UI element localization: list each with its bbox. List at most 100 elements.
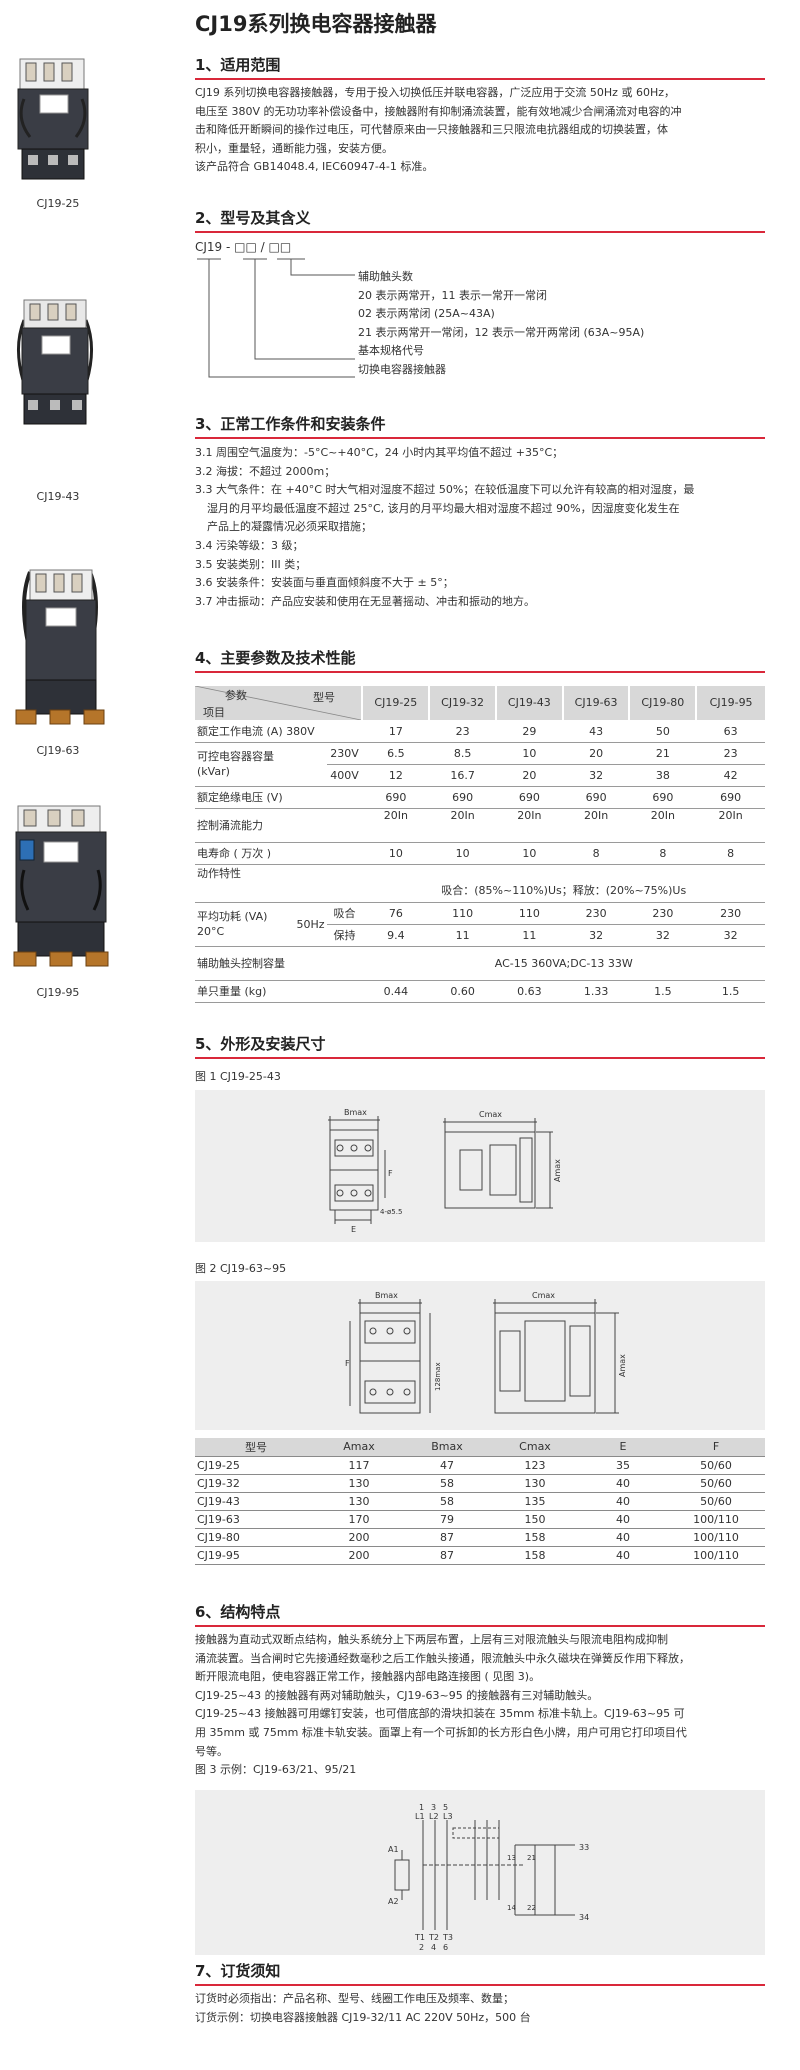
terminal-label: 13 — [507, 1854, 516, 1862]
terminal-label: A2 — [388, 1897, 399, 1906]
table-row: 额定工作电流 (A) 380V 17 23 29 43 50 63 — [195, 720, 765, 743]
row-unit: (kVar) — [197, 765, 230, 778]
table-row: 额定绝缘电压 (V) 690 690 690 690 690 690 — [195, 786, 765, 809]
row-label: 额定工作电流 (A) 380V — [195, 720, 363, 743]
text-line: 3.6 安装条件：安装面与垂直面倾斜度不大于 ± 5°； — [195, 576, 454, 590]
section-title-dimensions: 5、外形及安装尺寸 — [195, 1033, 765, 1059]
table-cell: 8 — [562, 842, 630, 865]
column-header: CJ19-43 — [494, 686, 563, 721]
text-line: 该产品符合 GB14048.4, IEC60947-4-1 标准。 — [195, 160, 434, 174]
table-header-row: 参数 型号 项目 CJ19-25 CJ19-32 CJ19-43 CJ19-63… — [195, 686, 765, 721]
figure-2-drawing: Bmax F 128max Cmax Amax — [195, 1281, 765, 1430]
product-label: CJ19-25 — [36, 197, 80, 210]
table-cell: CJ19-32 — [195, 1474, 315, 1493]
column-header: CJ19-95 — [695, 686, 765, 721]
table-cell: 63 — [696, 720, 765, 743]
terminal-label: L3 — [443, 1812, 453, 1821]
table-cell: 42 — [696, 764, 765, 787]
table-cell: 20In — [629, 808, 697, 843]
column-header: 型号 — [195, 1438, 315, 1457]
text-line: 3.5 安装类别：III 类； — [195, 557, 307, 571]
text-line: 积小，重量轻，通断能力强，安装方便。 — [195, 141, 393, 155]
text-line: 订货示例：切换电容器接触器 CJ19-32/11 AC 220V 50Hz，50… — [195, 2010, 531, 2024]
table-cell: CJ19-80 — [195, 1528, 315, 1547]
table-cell: 170 — [315, 1510, 403, 1529]
section-structure-text: 接触器为直动式双断点结构，触头系统分上下两层布置，上层有三对限流触头与限流电阻构… — [195, 1631, 770, 1780]
dim-label: 128max — [434, 1362, 442, 1391]
section-title-scope: 1、适用范围 — [195, 54, 765, 80]
model-code: CJ19 - □□ / □□ — [195, 240, 292, 254]
table-cell: CJ19-63 — [195, 1510, 315, 1529]
table-cell: 20In — [495, 808, 563, 843]
table-row: 辅助触头控制容量 AC-15 360VA;DC-13 33W — [195, 946, 765, 981]
table-cell: 32 — [562, 764, 630, 787]
product-image-cj19-63 — [15, 569, 105, 725]
text-line: 辅助触头数 — [358, 270, 413, 283]
text-line: 图 3 示例：CJ19-63/21、95/21 — [195, 1763, 357, 1777]
text-line: 产品上的凝露情况必须采取措施； — [207, 520, 372, 534]
text-line: 用 35mm 或 75mm 标准卡轨安装。面罩上有一个可拆卸的长方形白色小牌，用… — [195, 1725, 687, 1739]
text-line: 订货时必须指出：产品名称、型号、线圈工作电压及频率、数量； — [195, 1992, 514, 2005]
page-title: CJ19系列换电容器接触器 — [195, 12, 437, 36]
text-line: CJ19-25~43 的接触器有两对辅助触头，CJ19-63~95 的接触器有三… — [195, 1688, 599, 1702]
text-line: 3.2 海拔：不超过 2000m； — [195, 464, 336, 478]
text-line: 3.7 冲击振动：产品应安装和使用在无显著摇动、冲击和振动的地方。 — [195, 594, 535, 608]
table-cell: 230 — [696, 902, 765, 925]
terminal-label: 5 — [443, 1803, 448, 1812]
column-header: E — [579, 1438, 667, 1457]
table-cell: 158 — [491, 1528, 579, 1547]
terminal-label: 21 — [527, 1854, 536, 1862]
dim-label: F — [345, 1359, 350, 1368]
table-cell: 8 — [629, 842, 697, 865]
terminal-label: L2 — [429, 1812, 439, 1821]
terminal-label: 34 — [579, 1913, 589, 1922]
model-code-explanation: 辅助触头数 20 表示两常开，11 表示一常开一常闭 02 表示两常闭 (25A… — [358, 268, 758, 380]
model-code-diagram — [197, 258, 355, 378]
text-line: 基本规格代号 — [358, 344, 424, 358]
text-line: 涌流装置。当合闸时它先接通经数毫秒之后工作触头接通，限流触头中永久磁块在弹簧反作… — [195, 1651, 690, 1665]
product-label: CJ19-63 — [36, 744, 80, 757]
table-cell: 58 — [403, 1474, 491, 1493]
table-cell: 23 — [696, 742, 765, 765]
table-row: 可控电容器容量 (kVar) 230V 6.5 8.5 10 20 21 23 — [195, 742, 765, 787]
text-line: 电压至 380V 的无功功率补偿设备中，接触器附有抑制涌流装置，能有效地减少合闸… — [195, 104, 682, 118]
row-label: 单只重量 (kg) — [195, 980, 363, 1003]
text-line: 21 表示两常开一常闭，12 表示一常开两常闭 (63A~95A) — [358, 325, 645, 339]
figure-1-drawing: Bmax F E 4-ø5.5 Cmax Amax — [195, 1090, 765, 1242]
table-cell: 690 — [495, 786, 563, 809]
row-sub-label: 230V — [326, 742, 363, 765]
product-image-cj19-25 — [17, 58, 89, 180]
row-sub-label: 吸合 — [326, 902, 363, 925]
text-line: 3.3 大气条件：在 +40°C 时大气相对湿度不超过 50%；在较低温度下可以… — [195, 483, 695, 497]
table-cell: 690 — [429, 786, 496, 809]
section-title-structure: 6、结构特点 — [195, 1601, 765, 1627]
text-line: CJ19 系列切换电容器接触器，专用于投入切换低压并联电容器，广泛应用于交流 5… — [195, 86, 675, 99]
text-line: 3.1 周围空气温度为：-5°C~+40°C，24 小时内其平均值不超过 +35… — [195, 446, 564, 459]
text-line: 02 表示两常闭 (25A~43A) — [358, 307, 495, 321]
header-model: 型号 — [313, 691, 335, 704]
row-freq: 50Hz — [294, 902, 327, 947]
row-temp: 20°C — [197, 925, 225, 938]
table-cell: 158 — [491, 1546, 579, 1565]
table-cell: 12 — [362, 764, 430, 787]
terminal-label: 33 — [579, 1843, 589, 1852]
text-line: 断开限流电阻，使电容器正常工作，接触器内部电路连接图 ( 见图 3)。 — [195, 1670, 541, 1684]
text-line: CJ19-25~43 接触器可用螺钉安装，也可借底部的滑块扣装在 35mm 标准… — [195, 1707, 685, 1721]
row-sub-label: 保持 — [326, 924, 363, 947]
table-cell: 20In — [429, 808, 496, 843]
row-label: 控制涌流能力 — [195, 808, 363, 843]
dim-label: Cmax — [479, 1110, 502, 1119]
section-scope-text: CJ19 系列切换电容器接触器，专用于投入切换低压并联电容器，广泛应用于交流 5… — [195, 84, 770, 177]
column-header: CJ19-32 — [428, 686, 496, 721]
text-line: 击和降低开断瞬间的操作过电压，可代替原来由一只接触器和三只限流电抗器组成的切换装… — [195, 123, 668, 137]
table-cell: 29 — [495, 720, 563, 743]
table-cell: 20 — [495, 764, 563, 787]
dim-label: 4-ø5.5 — [380, 1208, 402, 1216]
table-cell: 0.44 — [362, 980, 430, 1003]
table-cell: AC-15 360VA;DC-13 33W — [362, 946, 765, 981]
text-line: 20 表示两常开，11 表示一常开一常闭 — [358, 288, 547, 302]
header-param: 参数 — [225, 689, 247, 702]
table-cell: 1.33 — [562, 980, 630, 1003]
column-header: Cmax — [491, 1438, 579, 1457]
table-row: 电寿命 ( 万次 ) 10 10 10 8 8 8 — [195, 842, 765, 865]
